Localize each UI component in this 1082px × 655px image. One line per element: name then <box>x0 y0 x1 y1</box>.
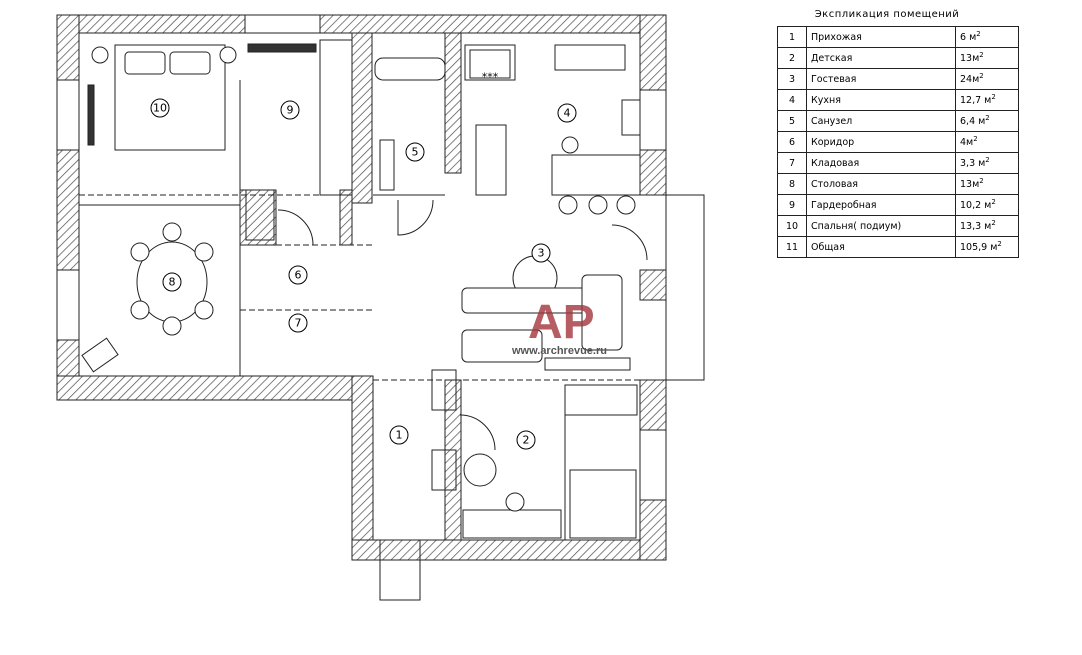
area-unit-exp: 2 <box>991 198 996 207</box>
area-value: 24м <box>960 74 980 86</box>
room-name: Общая <box>806 236 956 258</box>
room-marker-circle <box>557 103 577 123</box>
area-unit-exp: 2 <box>991 93 996 102</box>
room-marker-label: 3 <box>538 247 545 260</box>
room-marker-circle <box>516 430 536 450</box>
room-name: Спальня( подиум) <box>806 215 956 237</box>
room-marker-circle <box>280 100 300 120</box>
legend-row: 10 Спальня( подиум) 13,3 м2 <box>777 215 1019 237</box>
room-marker-label: 4 <box>564 107 571 120</box>
room-area: 4м2 <box>955 131 1019 153</box>
legend-row: 11 Общая 105,9 м2 <box>777 236 1019 258</box>
legend-row: 5 Санузел 6,4 м2 <box>777 110 1019 132</box>
room-marker-circle <box>288 265 308 285</box>
legend-row: 3 Гостевая 24м2 <box>777 68 1019 90</box>
area-unit-exp: 2 <box>985 114 990 123</box>
room-area: 24м2 <box>955 68 1019 90</box>
area-unit-exp: 2 <box>973 135 978 144</box>
room-number: 4 <box>777 89 807 111</box>
area-value: 13м <box>960 179 980 191</box>
room-name: Коридор <box>806 131 956 153</box>
room-number: 2 <box>777 47 807 69</box>
room-marker-label: 7 <box>295 317 302 330</box>
room-marker-label: 2 <box>523 434 530 447</box>
room-name: Детская <box>806 47 956 69</box>
area-value: 12,7 м <box>960 95 992 107</box>
partitions <box>79 39 648 601</box>
room-number: 11 <box>777 236 807 258</box>
room-area: 13,3 м2 <box>955 215 1019 237</box>
legend-title: Экспликация помещений <box>814 9 960 20</box>
watermark-logo: AP <box>528 296 595 349</box>
area-unit-exp: 2 <box>991 219 996 228</box>
area-value: 6 м <box>960 32 977 44</box>
room-area: 105,9 м2 <box>955 236 1019 258</box>
room-marker-circle <box>531 243 551 263</box>
room-marker-label: 10 <box>153 102 167 115</box>
room-number: 6 <box>777 131 807 153</box>
room-number: 5 <box>777 110 807 132</box>
room-number: 1 <box>777 26 807 48</box>
legend-row: 4 Кухня 12,7 м2 <box>777 89 1019 111</box>
room-marker-circle <box>389 425 409 445</box>
area-value: 3,3 м <box>960 158 986 170</box>
room-name: Гостевая <box>806 68 956 90</box>
area-value: 6,4 м <box>960 116 986 128</box>
room-marker-circle <box>150 98 170 118</box>
area-value: 105,9 м <box>960 242 998 254</box>
room-area: 12,7 м2 <box>955 89 1019 111</box>
area-unit-exp: 2 <box>979 177 984 186</box>
room-name: Кухня <box>806 89 956 111</box>
room-marker-label: 1 <box>396 429 403 442</box>
area-unit-exp: 2 <box>979 72 984 81</box>
room-marker-circle <box>162 272 182 292</box>
room-number: 3 <box>777 68 807 90</box>
legend-row: 7 Кладовая 3,3 м2 <box>777 152 1019 174</box>
watermark: AP www.archrevue.ru <box>511 296 607 357</box>
room-name: Прихожая <box>806 26 956 48</box>
room-area: 13м2 <box>955 47 1019 69</box>
windows <box>56 14 705 501</box>
room-name: Гардеробная <box>806 194 956 216</box>
room-markers: 10 9 5 4 3 6 7 8 1 2 <box>150 98 577 450</box>
room-area: 6 м2 <box>955 26 1019 48</box>
room-number: 10 <box>777 215 807 237</box>
area-unit-exp: 2 <box>985 156 990 165</box>
room-marker-circle <box>288 313 308 333</box>
room-number: 8 <box>777 173 807 195</box>
room-marker-label: 9 <box>287 104 294 117</box>
room-marker-circle <box>405 142 425 162</box>
room-marker-label: 5 <box>412 146 419 159</box>
legend-row: 9 Гардеробная 10,2 м2 <box>777 194 1019 216</box>
room-name: Столовая <box>806 173 956 195</box>
room-number: 9 <box>777 194 807 216</box>
room-area: 13м2 <box>955 173 1019 195</box>
area-value: 13,3 м <box>960 221 992 233</box>
legend-row: 6 Коридор 4м2 <box>777 131 1019 153</box>
area-value: 4м <box>960 137 974 149</box>
furniture <box>81 43 641 539</box>
bathtub <box>374 57 446 81</box>
room-area: 6,4 м2 <box>955 110 1019 132</box>
area-value: 13м <box>960 53 980 65</box>
legend-row: 1 Прихожая 6 м2 <box>777 26 1019 48</box>
room-marker-label: 6 <box>295 269 302 282</box>
legend-row: 8 Столовая 13м2 <box>777 173 1019 195</box>
room-number: 7 <box>777 152 807 174</box>
legend-row: 2 Детская 13м2 <box>777 47 1019 69</box>
stove-label: *** <box>482 71 499 84</box>
room-marker-label: 8 <box>169 276 176 289</box>
room-name: Кладовая <box>806 152 956 174</box>
room-name: Санузел <box>806 110 956 132</box>
area-unit-exp: 2 <box>979 51 984 60</box>
room-area: 3,3 м2 <box>955 152 1019 174</box>
area-value: 10,2 м <box>960 200 992 212</box>
area-unit-exp: 2 <box>976 30 981 39</box>
watermark-url: www.archrevue.ru <box>511 345 607 357</box>
area-unit-exp: 2 <box>997 240 1002 249</box>
room-area: 10,2 м2 <box>955 194 1019 216</box>
